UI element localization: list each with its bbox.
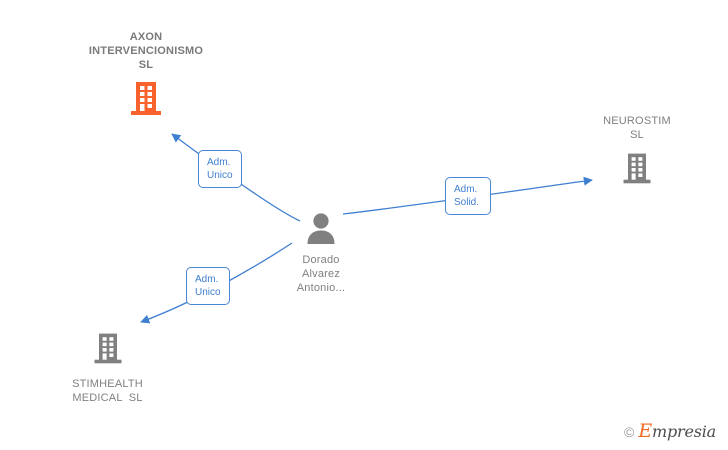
relationship-label-adm-unico-stimhealth[interactable]: Adm. Unico — [186, 267, 230, 305]
node-label-person: Dorado Alvarez Antonio... — [296, 254, 346, 294]
node-axon-intervencionismo-sl[interactable]: AXON INTERVENCIONISMO SL — [36, 30, 256, 123]
node-label-neurostim: NEUROSTIM SL — [603, 115, 671, 141]
building-icon — [90, 330, 126, 371]
node-person-dorado-alvarez[interactable]: Dorado Alvarez Antonio... — [251, 212, 391, 295]
empresia-watermark: © Empresia — [624, 420, 716, 442]
node-label-axon: AXON INTERVENCIONISMO SL — [88, 31, 204, 71]
person-icon — [304, 212, 338, 249]
copyright-icon: © — [624, 423, 635, 440]
building-icon — [619, 150, 655, 191]
node-label-stimhealth: STIMHEALTH MEDICAL SL — [72, 378, 143, 404]
brand-name: Empresia — [638, 420, 716, 442]
relationship-label-adm-solid-neurostim[interactable]: Adm. Solid. — [445, 177, 491, 215]
brand-rest: mpresia — [652, 422, 716, 441]
brand-initial: E — [638, 420, 652, 442]
node-neurostim-sl[interactable]: NEUROSTIM SL — [562, 114, 712, 191]
node-stimhealth-medical-sl[interactable]: STIMHEALTH MEDICAL SL — [40, 330, 175, 405]
relationship-label-adm-unico-axon[interactable]: Adm. Unico — [198, 150, 242, 188]
building-icon — [126, 78, 166, 123]
